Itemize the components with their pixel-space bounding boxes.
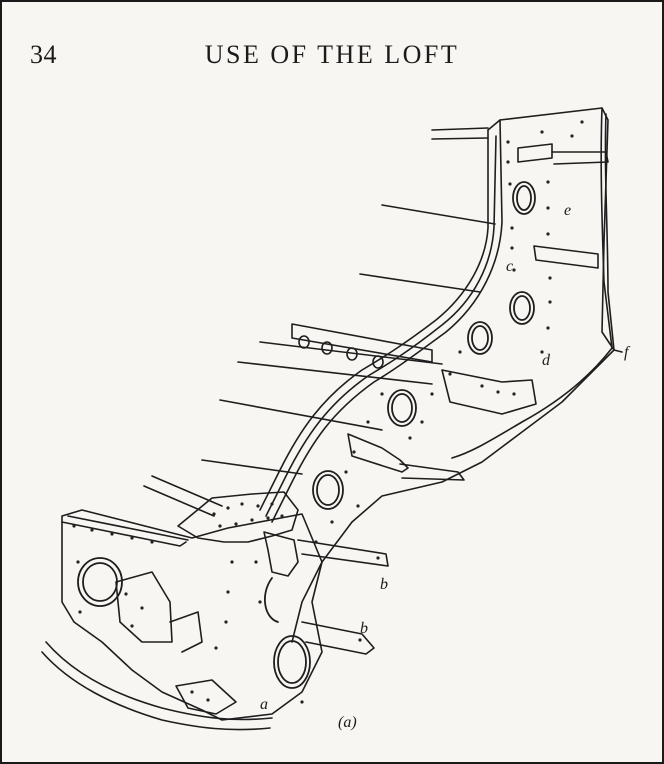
outer-skin-edge [451, 107, 613, 459]
stringer-lines [143, 127, 496, 517]
lightening-holes [77, 181, 536, 689]
gusset-plate [177, 491, 299, 543]
figure-caption: (a) [338, 714, 357, 731]
page-header: 34 USE OF THE LOFT [2, 32, 662, 72]
clip-brackets [115, 143, 609, 715]
label-f: f [624, 344, 629, 361]
label-b-upper: b [380, 576, 388, 593]
lower-frame-panel [61, 509, 323, 721]
label-c: c [506, 258, 514, 275]
lightening-hole-stringer [291, 323, 433, 369]
rivets [72, 120, 584, 704]
running-head: USE OF THE LOFT [204, 40, 460, 69]
label-e: e [564, 202, 572, 219]
page-number: 34 [30, 40, 57, 69]
label-d: d [542, 352, 550, 369]
label-b-lower: b [360, 620, 368, 637]
label-a: a [260, 696, 268, 713]
frame-outer-flange [271, 119, 503, 523]
frame-web [291, 107, 615, 643]
